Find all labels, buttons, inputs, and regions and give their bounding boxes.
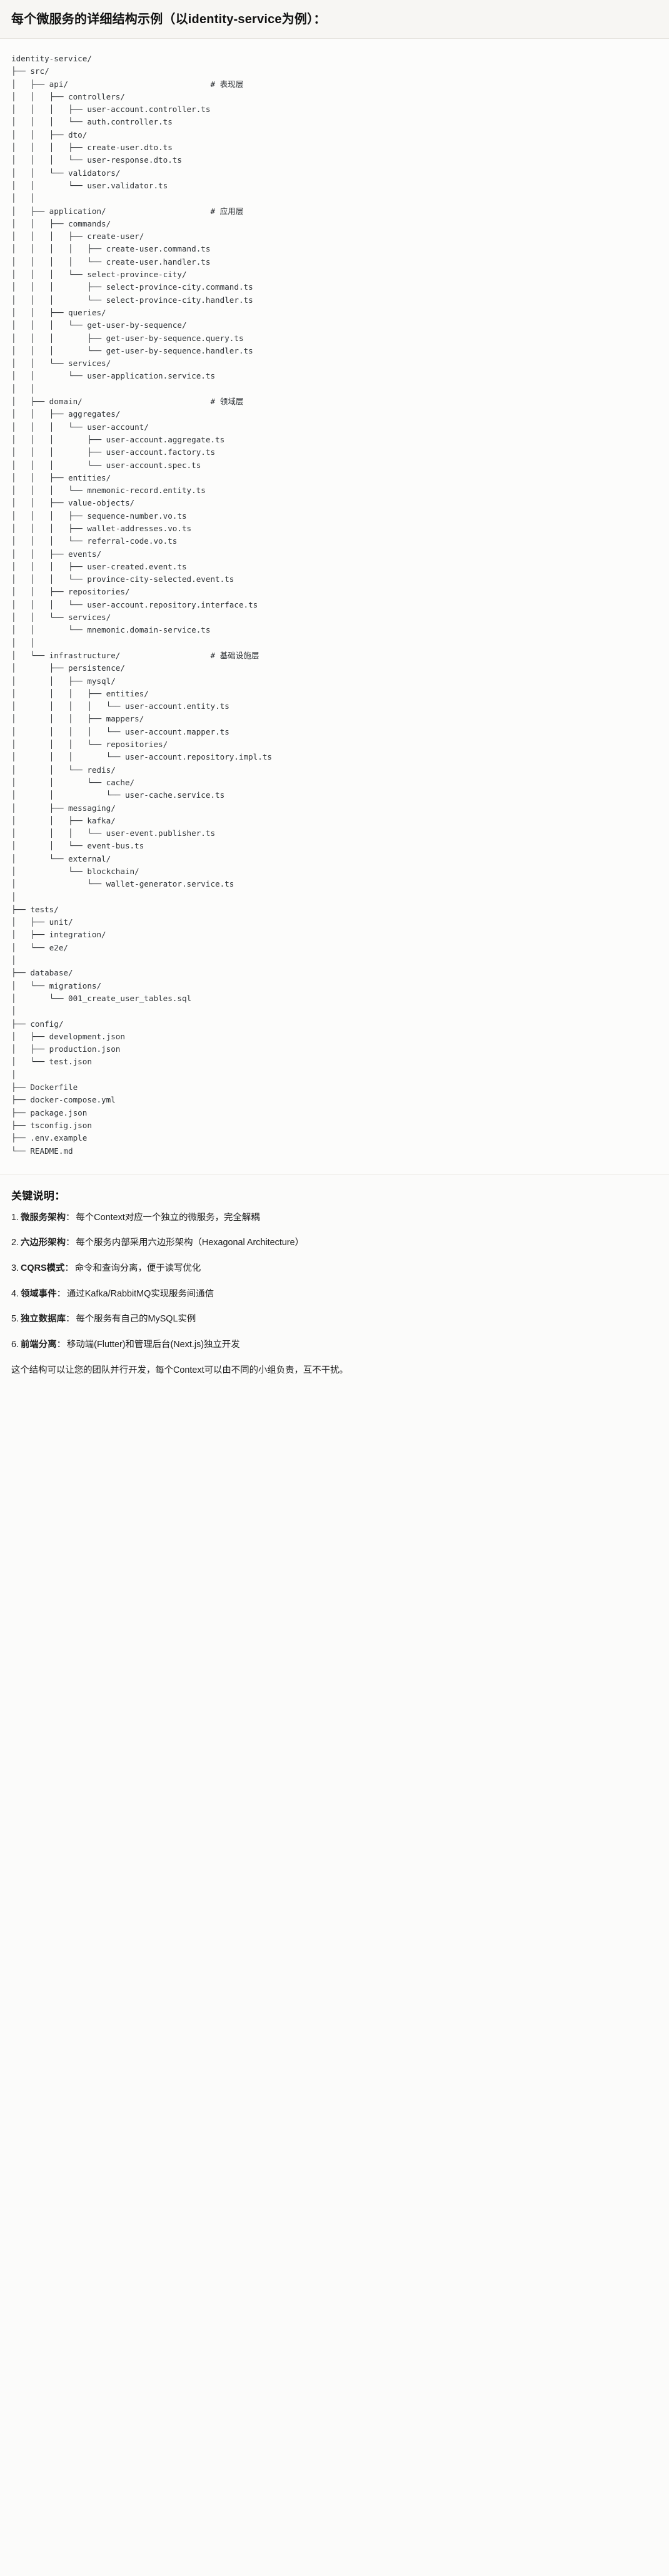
key-note-description: 每个Context对应一个独立的微服务，完全解耦: [76, 1212, 260, 1223]
key-note-description: 每个服务有自己的MySQL实例: [76, 1314, 196, 1325]
key-note-number: 5.: [11, 1314, 19, 1325]
key-note-item: 3.CQRS模式：命令和查询分离，便于读写优化: [11, 1262, 658, 1276]
header-band: 每个微服务的详细结构示例（以identity-service为例）：: [0, 0, 669, 39]
page-root: 每个微服务的详细结构示例（以identity-service为例）： ident…: [0, 0, 669, 1394]
directory-tree-block: identity-service/ ├── src/ │ ├── api/ # …: [0, 39, 669, 1174]
key-note-term: 微服务架构: [21, 1212, 66, 1223]
key-note-number: 3.: [11, 1263, 19, 1274]
key-note-description: 通过Kafka/RabbitMQ实现服务间通信: [67, 1288, 214, 1299]
key-note-number: 1.: [11, 1212, 19, 1223]
key-note-item: 1.微服务架构：每个Context对应一个独立的微服务，完全解耦: [11, 1211, 658, 1225]
key-note-description: 命令和查询分离，便于读写优化: [74, 1263, 201, 1274]
key-note-number: 4.: [11, 1288, 19, 1299]
key-note-item: 4.领域事件：通过Kafka/RabbitMQ实现服务间通信: [11, 1288, 658, 1301]
directory-tree: identity-service/ ├── src/ │ ├── api/ # …: [11, 54, 273, 1156]
key-note-term: 独立数据库: [21, 1314, 66, 1325]
key-note-separator: ：: [56, 1339, 66, 1350]
page-title: 每个微服务的详细结构示例（以identity-service为例）：: [11, 13, 326, 26]
key-note-description: 每个服务内部采用六边形架构（Hexagonal Architecture）: [76, 1238, 304, 1248]
key-note-separator: ：: [64, 1263, 74, 1274]
closing-paragraph: 这个结构可以让您的团队并行开发，每个Context可以由不同的小组负责，互不干扰…: [11, 1365, 348, 1376]
key-note-item: 5.独立数据库：每个服务有自己的MySQL实例: [11, 1313, 658, 1326]
key-note-separator: ：: [65, 1238, 75, 1248]
key-note-separator: ：: [65, 1314, 75, 1325]
key-notes-title: 关键说明：: [11, 1189, 66, 1202]
key-note-number: 2.: [11, 1238, 19, 1248]
key-note-term: 前端分离: [21, 1339, 57, 1350]
key-note-separator: ：: [56, 1288, 66, 1299]
key-note-number: 6.: [11, 1339, 19, 1350]
key-note-term: 六边形架构: [21, 1238, 66, 1248]
key-note-term: 领域事件: [21, 1288, 57, 1299]
key-note-separator: ：: [65, 1212, 75, 1223]
key-note-item: 6.前端分离：移动端(Flutter)和管理后台(Next.js)独立开发: [11, 1338, 658, 1352]
key-note-item: 2.六边形架构：每个服务内部采用六边形架构（Hexagonal Architec…: [11, 1236, 658, 1250]
key-note-term: CQRS模式: [21, 1263, 65, 1274]
key-note-description: 移动端(Flutter)和管理后台(Next.js)独立开发: [67, 1339, 240, 1350]
